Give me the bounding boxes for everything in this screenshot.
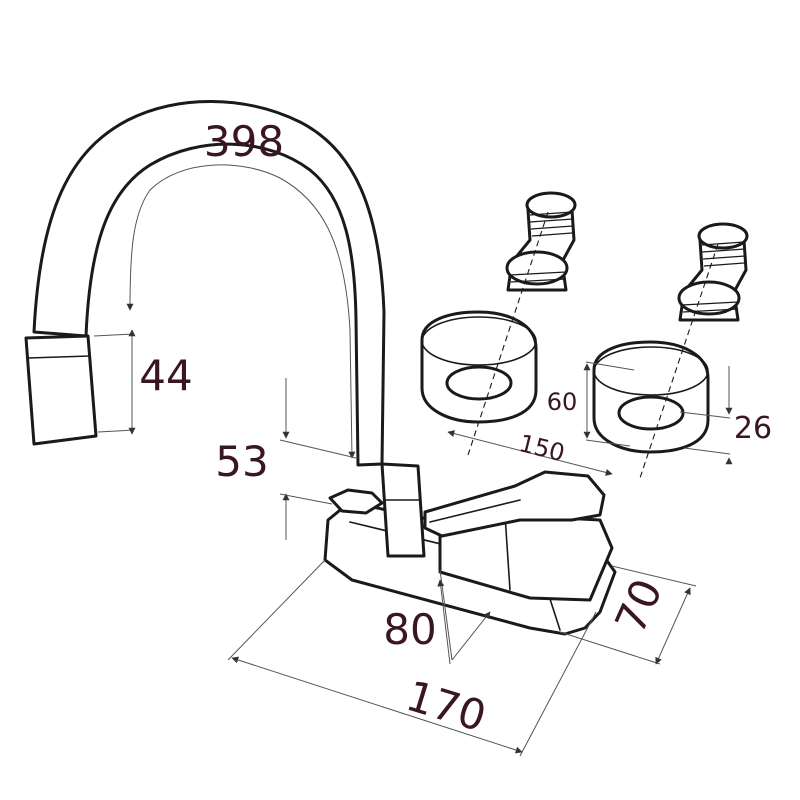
rosette-1 [420,310,538,424]
dim-53-label: 53 [215,437,268,486]
gooseneck-spout [24,100,426,558]
dim-150-line [447,430,613,476]
centre-lines [467,211,719,479]
dim-70-label: 70 [606,572,673,641]
dim-26-line [679,366,733,465]
threaded-connector-2 [677,222,749,322]
dim-60-line [583,361,635,447]
lever-handle [423,470,606,538]
rosette-2 [592,340,710,454]
dim-44-line [93,329,136,435]
dim-170-line [227,559,597,757]
dim-398-line [126,164,356,459]
dim-44-label: 44 [139,351,192,400]
dim-53-line [279,378,357,540]
dim-26-label: 26 [734,411,772,446]
dim-60-label: 60 [547,388,578,416]
dim-80-line [437,569,491,665]
dim-170-label: 170 [401,671,492,741]
dim-70-line [559,565,697,665]
dim-150-label: 150 [516,429,567,467]
dim-398-label: 398 [204,117,284,166]
threaded-connector-1 [505,191,577,292]
dim-80-label: 80 [383,605,436,654]
hex-nut [328,488,384,515]
